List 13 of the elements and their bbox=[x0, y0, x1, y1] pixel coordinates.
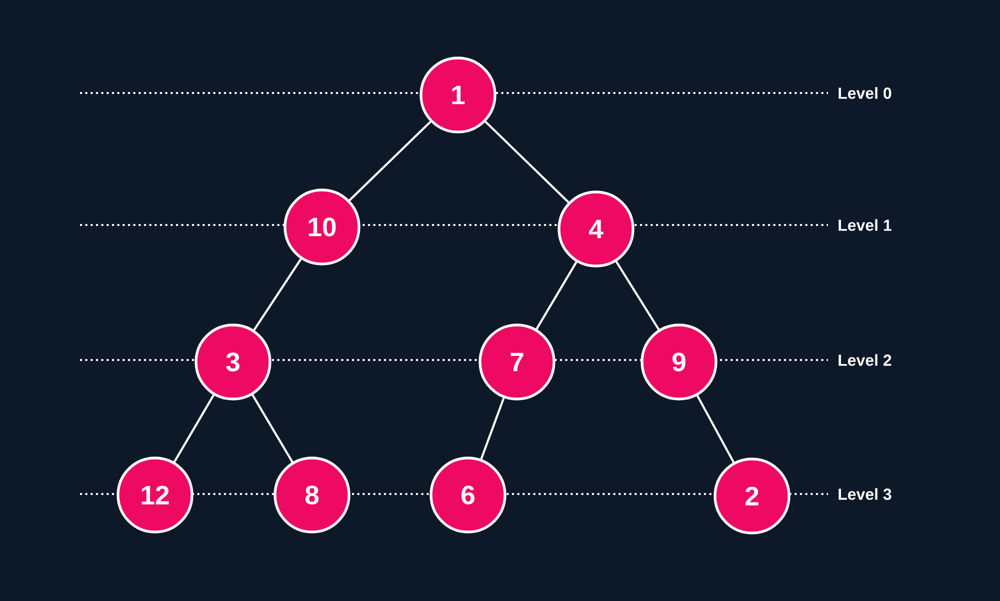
tree-edge bbox=[484, 120, 570, 204]
tree-edge bbox=[696, 395, 735, 463]
level-label: Level 0 bbox=[838, 87, 892, 99]
tree-edge bbox=[252, 394, 294, 463]
level-label: Level 3 bbox=[838, 488, 892, 500]
tree-edge bbox=[253, 258, 302, 331]
tree-edge bbox=[480, 398, 505, 460]
tree-edge bbox=[173, 394, 215, 462]
tree-edge bbox=[348, 120, 432, 202]
tree-edge bbox=[615, 260, 660, 330]
tree-edge bbox=[536, 261, 578, 330]
level-label: Level 2 bbox=[838, 354, 892, 366]
level-label: Level 1 bbox=[838, 219, 892, 231]
